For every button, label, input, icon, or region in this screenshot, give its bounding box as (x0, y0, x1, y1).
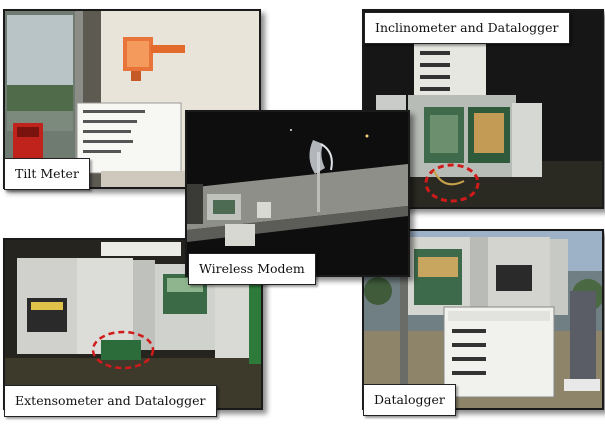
caption-extensometer: Extensometer and Datalogger (4, 385, 217, 417)
caption-datalogger: Datalogger (363, 384, 456, 416)
wireless-modem-photo (185, 110, 410, 277)
caption-wireless-modem: Wireless Modem (188, 253, 316, 285)
caption-inclinometer: Inclinometer and Datalogger (364, 12, 570, 44)
tilt-meter-photo (3, 9, 261, 189)
caption-tilt-meter: Tilt Meter (4, 158, 90, 190)
